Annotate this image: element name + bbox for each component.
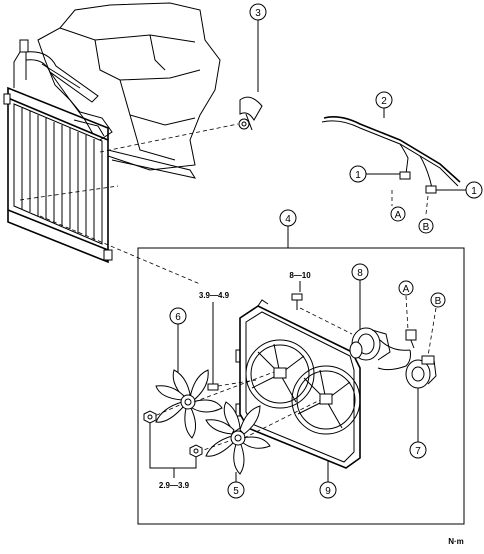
callout-b-top: B [418,218,434,234]
leader-radiator-fan-bottom [39,215,201,285]
fan-assembly-box [137,247,465,525]
leader-upper-bolt [299,307,353,335]
callout-a-bottom: A [398,280,414,296]
callout-a-top: A [390,206,406,222]
svg-text:3: 3 [255,8,261,19]
torque-bolt-upper: 8—10 [289,271,311,280]
radiator-upper-hose [13,39,197,179]
leader-nut-right [197,439,233,453]
part-3-hose [238,20,263,131]
callout-4: 4 [279,209,297,227]
part-9-fan-shroud [235,299,361,469]
radiator [3,86,113,264]
torque-nut-bracket [149,423,197,478]
callout-9: 9 [319,481,337,499]
torque-unit-label: N·m [448,537,464,546]
leader-fan5-shroud [243,399,321,439]
svg-text:B: B [435,296,442,307]
callout-6: 6 [169,307,187,325]
svg-text:4: 4 [285,214,291,225]
svg-text:A: A [395,210,402,221]
leader-radiator-hose3 [99,123,239,153]
callout-5: 5 [227,481,245,499]
torque-bolt-fan: 3.9—4.9 [199,291,230,300]
svg-text:6: 6 [175,312,181,323]
callout-7: 7 [409,441,427,459]
leader-radiator-fan-top [19,185,119,201]
callout-8: 8 [351,263,369,281]
svg-text:1: 1 [471,186,477,197]
callout-3: 3 [249,3,267,21]
svg-text:B: B [423,222,430,233]
leader-nut-left [149,403,183,419]
svg-text:1: 1 [355,170,361,181]
leader-b-bottom [427,307,437,357]
radiator-core-fins [21,108,95,240]
callout-1b: 1 [465,181,483,199]
leader-fan6-shroud [193,371,275,403]
svg-text:A: A [403,284,410,295]
svg-text:7: 7 [415,446,421,457]
callout-1a: 1 [349,165,367,183]
fan-nut-right [189,444,203,458]
upper-mount-bolt [291,293,303,310]
part-8-fan-motor [349,280,411,361]
fan-mount-bolt [207,360,219,391]
part-7-fan-motor [377,329,437,442]
callout-b-bottom: B [430,292,446,308]
part-6-fan-blade [155,369,223,439]
fan-nut-left [143,410,157,424]
torque-nut-fan: 2.9—3.9 [159,481,190,490]
part-5-fan-blade [205,401,271,475]
svg-text:9: 9 [325,486,331,497]
callout-2: 2 [375,91,393,109]
svg-text:8: 8 [357,268,363,279]
svg-text:5: 5 [233,486,239,497]
svg-text:2: 2 [381,96,387,107]
part-2-wiring-harness [321,108,461,194]
leader-a-bottom [405,295,409,331]
leader-b-top [425,195,429,215]
